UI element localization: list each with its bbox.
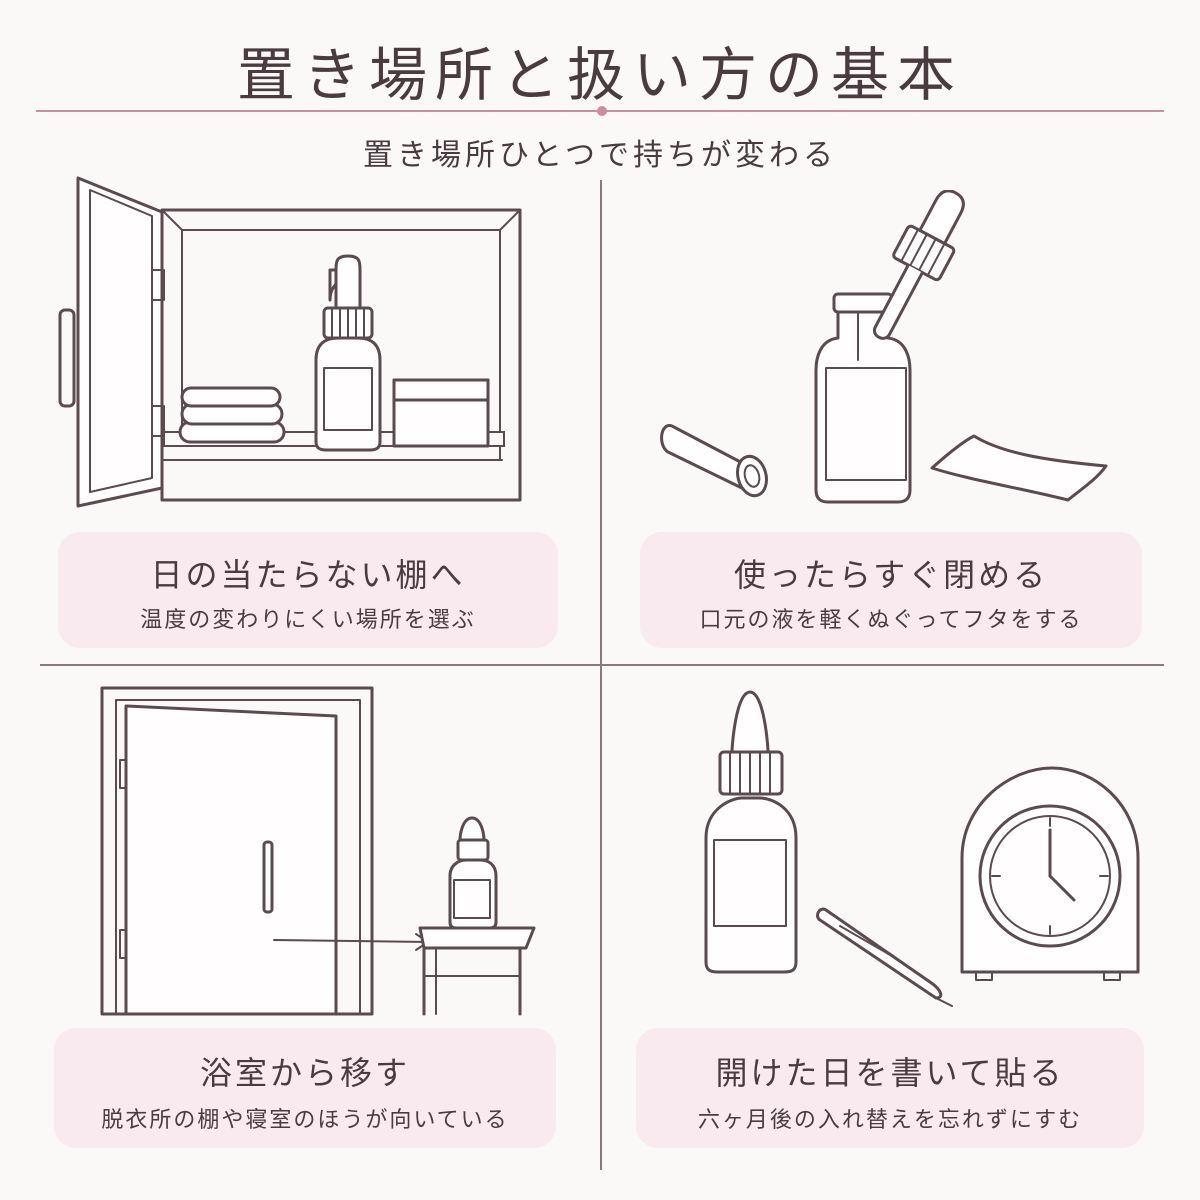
towel-icon (178, 386, 286, 444)
grid-horizontal-divider (40, 664, 1164, 666)
page-subtitle: 置き場所ひとつで持ちが変わる (363, 138, 837, 173)
grid-vertical-divider (600, 180, 602, 1170)
panel-2-card: 使ったらすぐ閉める 口元の液を軽くぬぐってフタをする (640, 532, 1142, 648)
pen-icon (816, 907, 953, 1007)
panel-4-card: 開けた日を書いて貼る 六ヶ月後の入れ替えを忘れずにすむ (636, 1028, 1144, 1148)
panel-4-subtitle: 六ヶ月後の入れ替えを忘れずにすむ (697, 1108, 1083, 1133)
page-title: 置き場所と扱い方の基本 (236, 41, 963, 109)
dropper-bottle-icon (314, 254, 382, 452)
panel-3-subtitle: 脱衣所の棚や寝室のほうが向いている (101, 1108, 509, 1133)
door-icon (100, 686, 536, 1016)
dropper-bottle-icon (704, 690, 798, 974)
rolled-cloth-icon (660, 424, 768, 498)
panel-1-card: 日の当たらない棚へ 温度の変わりにくい場所を選ぶ (58, 532, 558, 648)
tissue-icon (930, 434, 1108, 502)
bottle-pen-clock-illustration (704, 690, 1140, 1007)
panel-2-title: 使ったらすぐ閉める (733, 556, 1049, 594)
panel-1-subtitle: 温度の変わりにくい場所を選ぶ (140, 608, 476, 633)
panel-3-title: 浴室から移す (199, 1054, 410, 1092)
clock-icon (960, 766, 1140, 981)
panel-4-title: 開けた日を書いて貼る (715, 1054, 1065, 1092)
stool-icon (418, 926, 536, 1016)
panel-3-card: 浴室から移す 脱衣所の棚や寝室のほうが向いている (54, 1028, 556, 1148)
cabinet-icon (58, 176, 522, 508)
panel-2-subtitle: 口元の液を軽くぬぐってフタをする (699, 608, 1083, 633)
dropper-bottle-icon (660, 190, 1108, 504)
divider-dot (597, 106, 607, 116)
cream-jar-icon (392, 378, 490, 448)
panel-1-title: 日の当たらない棚へ (150, 556, 466, 594)
